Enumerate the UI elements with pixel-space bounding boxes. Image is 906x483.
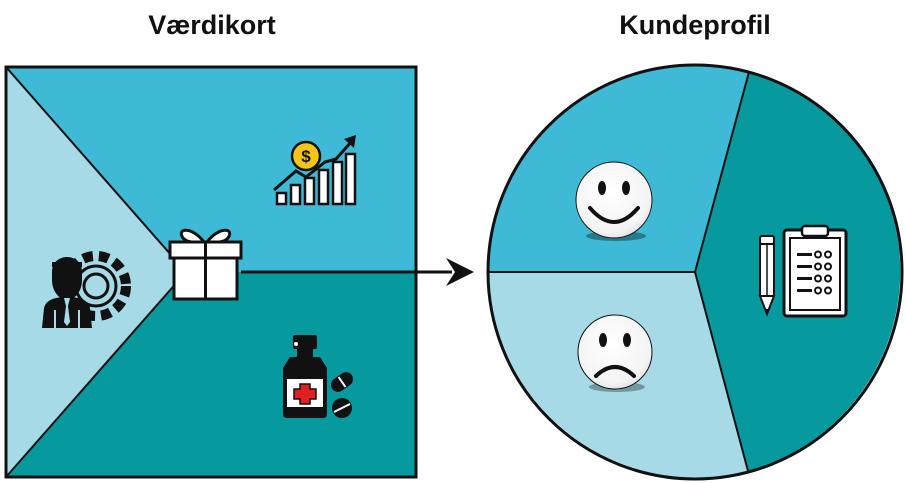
medicine-bottle-icon	[283, 335, 354, 418]
arrow-right-icon	[241, 258, 474, 286]
clipboard-pencil-icon	[758, 224, 848, 318]
value-map-left-section	[6, 67, 186, 477]
value-map-divider-bottom	[5, 271, 187, 478]
smiley-sad-icon	[577, 314, 653, 392]
svg-text:$: $	[301, 147, 311, 166]
customer-profile-title: Kundeprofil	[619, 10, 771, 40]
smiley-happy-icon	[575, 161, 653, 241]
value-map	[4, 65, 418, 479]
customer-profile-divider-bottom	[694, 271, 749, 472]
customer-profile-divider-top	[694, 71, 750, 273]
value-map-title: Værdikort	[148, 10, 276, 40]
user-gear-icon	[42, 251, 131, 328]
money-growth-chart-icon: $	[273, 135, 357, 206]
value-map-divider-top	[5, 66, 187, 273]
value-map-bottom-section	[6, 272, 416, 477]
value-map-top-section	[6, 67, 416, 272]
customer-profile-border	[486, 63, 904, 481]
gift-box-icon	[168, 228, 243, 301]
